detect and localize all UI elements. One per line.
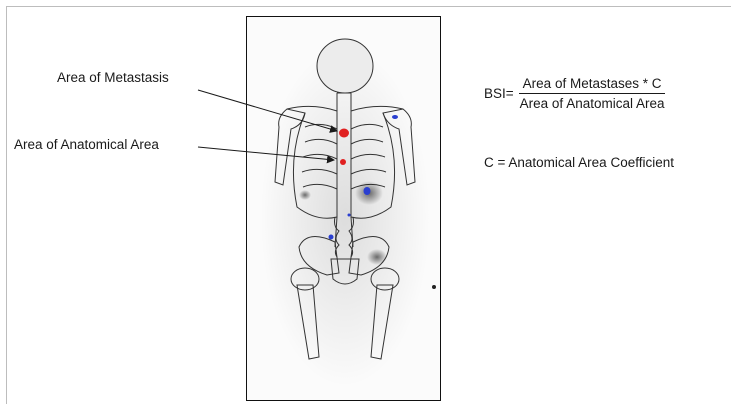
formula-lhs: BSI=: [484, 86, 514, 101]
coefficient-note: C = Anatomical Area Coefficient: [484, 155, 674, 170]
formula-denominator: Area of Anatomical Area: [516, 94, 669, 111]
formula-numerator: Area of Metastases * C: [519, 76, 666, 94]
metastasis-arrow: [198, 90, 337, 131]
bsi-formula: BSI= Area of Metastases * C Area of Anat…: [484, 76, 669, 111]
anatomical-area-label: Area of Anatomical Area: [14, 137, 159, 152]
anatomical-arrow: [198, 147, 334, 160]
formula-fraction: Area of Metastases * C Area of Anatomica…: [516, 76, 669, 111]
metastasis-label: Area of Metastasis: [57, 70, 169, 85]
